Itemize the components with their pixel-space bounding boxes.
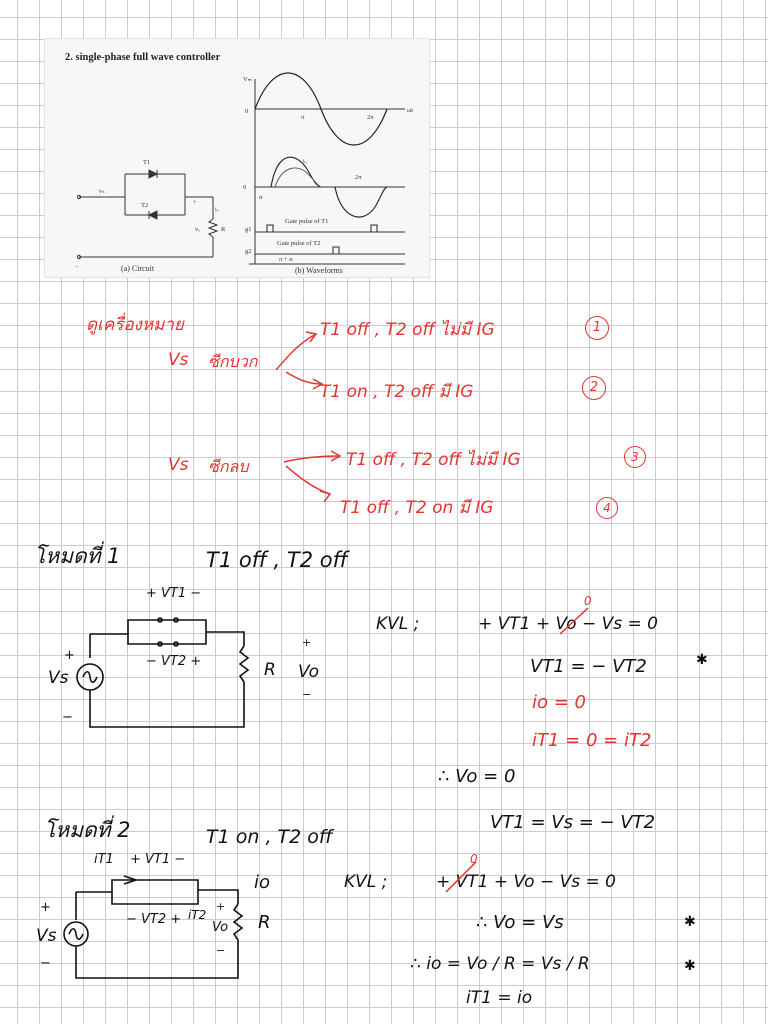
- pi-label: π: [301, 114, 305, 121]
- io-label: iₒ: [215, 206, 219, 213]
- io-positive: [274, 167, 322, 188]
- mode1-vt2-label: − VT2 +: [146, 654, 202, 669]
- mode1-kvl-label: KVL ;: [376, 614, 420, 634]
- mode2-vo-label: Vo: [212, 920, 229, 935]
- caption-b: (b) Waveforms: [295, 266, 343, 275]
- zero-label-2: 0: [243, 184, 246, 191]
- mode2-it2-label: iT2: [188, 908, 207, 922]
- vo-positive: [270, 156, 322, 188]
- figure-drawing: T1 T2 R vₛ vₒ iₒ + − (a) Circuit Vₘ 0 π …: [75, 72, 413, 275]
- circle-number-1: 1: [585, 316, 609, 340]
- mode2-eq1: + VT1 + Vo − Vs = 0: [436, 872, 616, 892]
- case2-text: T1 on , T2 off มี IG: [320, 382, 474, 402]
- mode1-eq4: iT1 = 0 = iT2: [532, 730, 652, 751]
- vs-pos-label: Vs: [168, 350, 189, 370]
- mode2-title: โหมดที่ 2: [44, 818, 131, 842]
- mode1-eq1: + VT1 + Vo − Vs = 0: [478, 614, 658, 634]
- mode1-state: T1 off , T2 off: [206, 548, 348, 572]
- mode2-eq4: iT1 = io: [466, 988, 533, 1008]
- mode2-eq2: ∴ Vo = Vs: [476, 912, 564, 933]
- mode2-vo-plus: +: [216, 900, 226, 913]
- mode2-vs-plus: +: [40, 900, 51, 915]
- circle-number-2: 2: [582, 376, 606, 400]
- circle-number-3: 3: [624, 446, 646, 468]
- minus-label: −: [75, 264, 79, 271]
- mode2-it1-label: iT1: [94, 852, 114, 867]
- mode1-title: โหมดที่ 1: [34, 544, 121, 568]
- alpha-label: α: [259, 194, 263, 201]
- mode2-vs-label: Vs: [36, 926, 57, 946]
- vs-neg-label: Vs: [168, 455, 189, 475]
- mode2-vs-minus: −: [40, 956, 51, 971]
- mode2-eq1-zero: 0: [470, 852, 478, 866]
- r-label: R: [221, 226, 226, 233]
- mode1-vo-label: Vo: [298, 662, 320, 682]
- g2-label: g2: [245, 248, 252, 255]
- heading-note: ดูเครื่องหมาย: [86, 315, 184, 335]
- mode2-vt2-label: − VT2 +: [126, 912, 182, 927]
- two-pi-label-2: 2π: [355, 174, 362, 181]
- mode2-star-2: ✱: [684, 958, 696, 974]
- mode2-vt1-label: + VT1 −: [130, 852, 186, 867]
- case1-text: T1 off , T2 off ไม่มี IG: [320, 320, 495, 340]
- omega-t-label: ωt: [407, 107, 413, 114]
- plus-label: +: [193, 199, 197, 206]
- textbook-figure: 2. single-phase full wave controller T1 …: [44, 38, 430, 278]
- mode1-eq5: ∴ Vo = 0: [438, 766, 516, 787]
- gate1-label: Gate pulse of T1: [285, 218, 328, 225]
- mode2-eq3: ∴ io = Vo / R = Vs / R: [410, 954, 590, 974]
- circle-number-4: 4: [596, 497, 618, 519]
- mode1-vs-minus: −: [62, 710, 73, 725]
- pi-alpha-label: π + α: [279, 256, 293, 263]
- vo-negative: [334, 186, 388, 218]
- io-wave-label: iₒ: [303, 158, 307, 165]
- t2-label: T2: [141, 202, 148, 209]
- two-pi-label: 2π: [367, 114, 374, 121]
- case3-text: T1 off , T2 off ไม่มี IG: [346, 450, 521, 470]
- figure-title: 2. single-phase full wave controller: [65, 52, 221, 63]
- mode2-io-label: io: [254, 872, 271, 893]
- mode1-r-label: R: [264, 660, 276, 680]
- mode2-vo-minus: −: [216, 944, 226, 957]
- vs-wave: [254, 72, 388, 146]
- mode2-state: T1 on , T2 off: [206, 826, 333, 848]
- pos-half-word: ซีกบวก: [208, 352, 258, 371]
- thyristor-circuit: [76, 169, 219, 260]
- case4-text: T1 off , T2 on มี IG: [340, 498, 494, 518]
- neg-half-word: ซีกลบ: [208, 457, 249, 476]
- mode2-star-1: ✱: [684, 914, 696, 930]
- mode1-eq2: VT1 = − VT2: [530, 656, 647, 677]
- g1-label: g1: [245, 226, 252, 233]
- mode1-vs-plus: +: [64, 648, 75, 663]
- mode1-vo-plus: +: [302, 636, 312, 649]
- zero-label: 0: [245, 108, 248, 115]
- t1-label: T1: [143, 159, 150, 166]
- gate2-label: Gate pulse of T2: [277, 240, 320, 247]
- mode1-vt1-label: + VT1 −: [146, 586, 202, 601]
- mode1-eq3: io = 0: [532, 692, 586, 713]
- caption-a: (a) Circuit: [121, 264, 155, 273]
- vs-label: vₛ: [99, 188, 105, 195]
- mode2-r-label: R: [258, 912, 271, 933]
- mode1-eq1-zero: 0: [584, 594, 592, 608]
- mode1-star-1: ✱: [696, 652, 708, 668]
- vm-label: Vₘ: [243, 76, 252, 83]
- vo-label: vₒ: [195, 226, 200, 233]
- mode1-vo-minus: −: [302, 688, 312, 701]
- waveform-axes: [249, 79, 405, 265]
- mode2-kvl-label: KVL ;: [344, 872, 388, 892]
- mode1-eq6: VT1 = Vs = − VT2: [490, 812, 656, 833]
- mode1-vs-label: Vs: [48, 668, 69, 688]
